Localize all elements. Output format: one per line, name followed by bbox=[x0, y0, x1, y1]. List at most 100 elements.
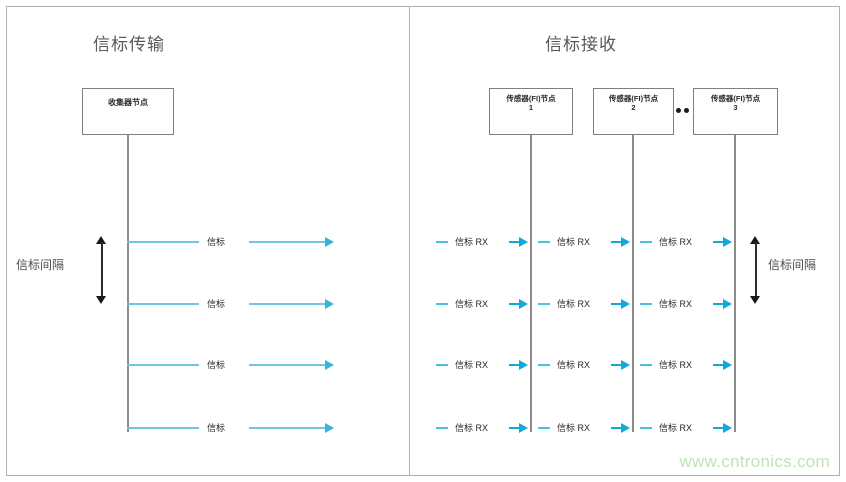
panel-divider bbox=[409, 6, 410, 476]
arrow-shaft bbox=[101, 242, 103, 298]
beacon-arrow-line bbox=[249, 241, 327, 243]
sensor-node-3-box: 传感器(FI)节点 3 bbox=[693, 88, 778, 135]
arrow-down-head-icon bbox=[750, 296, 760, 304]
beacon-label: 信标 bbox=[207, 360, 226, 370]
beacon-transmission-row: 信标 bbox=[127, 356, 337, 374]
beacon-label: 信标 bbox=[207, 423, 226, 433]
collector-node-box: 收集器节点 bbox=[82, 88, 174, 135]
arrow-up-head-icon bbox=[750, 236, 760, 244]
rx-arrow-line bbox=[611, 303, 623, 305]
rx-arrow-line bbox=[509, 303, 521, 305]
rx-arrow-head-icon bbox=[519, 360, 528, 370]
beacon-line-segment bbox=[127, 427, 199, 429]
rx-arrow-head-icon bbox=[723, 423, 732, 433]
beacon-rx-label: 信标 RX bbox=[659, 237, 693, 247]
rx-dash-segment bbox=[436, 303, 448, 305]
beacon-interval-arrow-right bbox=[750, 236, 761, 304]
beacon-arrow-head-icon bbox=[325, 299, 334, 309]
rx-dash-segment bbox=[538, 364, 550, 366]
beacon-rx-label: 信标 RX bbox=[455, 423, 489, 433]
rx-arrow-head-icon bbox=[723, 237, 732, 247]
sensor-node-3-label: 传感器(FI)节点 3 bbox=[710, 94, 761, 113]
beacon-label: 信标 bbox=[207, 299, 226, 309]
sensor-node-3-lifeline bbox=[734, 135, 736, 432]
beacon-rx-cell: 信标 RX bbox=[538, 233, 633, 251]
beacon-interval-arrow-left bbox=[96, 236, 107, 304]
rx-arrow-head-icon bbox=[723, 360, 732, 370]
rx-arrow-line bbox=[713, 303, 725, 305]
beacon-transmission-row: 信标 bbox=[127, 419, 337, 437]
right-panel-title: 信标接收 bbox=[545, 35, 617, 54]
rx-dash-segment bbox=[640, 364, 652, 366]
rx-arrow-head-icon bbox=[519, 299, 528, 309]
left-panel-title: 信标传输 bbox=[93, 35, 165, 54]
beacon-rx-label: 信标 RX bbox=[455, 237, 489, 247]
beacon-rx-label: 信标 RX bbox=[455, 299, 489, 309]
beacon-rx-cell: 信标 RX bbox=[436, 295, 531, 313]
sensor-node-1-lifeline bbox=[530, 135, 532, 432]
rx-dash-segment bbox=[640, 241, 652, 243]
beacon-arrow-line bbox=[249, 364, 327, 366]
beacon-rx-cell: 信标 RX bbox=[640, 233, 735, 251]
beacon-interval-label-left: 信标间隔 bbox=[16, 258, 65, 272]
beacon-arrow-line bbox=[249, 303, 327, 305]
beacon-rx-label: 信标 RX bbox=[659, 423, 693, 433]
sensor-node-2-label: 传感器(FI)节点 2 bbox=[608, 94, 659, 113]
beacon-arrow-head-icon bbox=[325, 423, 334, 433]
site-watermark: www.cntronics.com bbox=[679, 452, 830, 471]
ellipsis-dots-icon bbox=[676, 108, 689, 113]
rx-arrow-line bbox=[509, 241, 521, 243]
rx-arrow-line bbox=[611, 241, 623, 243]
rx-arrow-line bbox=[611, 364, 623, 366]
arrow-shaft bbox=[755, 242, 757, 298]
beacon-rx-label: 信标 RX bbox=[557, 423, 591, 433]
sensor-node-1-box: 传感器(FI)节点 1 bbox=[489, 88, 573, 135]
collector-node-label: 收集器节点 bbox=[108, 98, 148, 107]
rx-arrow-line bbox=[713, 364, 725, 366]
beacon-transmission-row: 信标 bbox=[127, 233, 337, 251]
beacon-arrow-line bbox=[249, 427, 327, 429]
beacon-rx-label: 信标 RX bbox=[659, 360, 693, 370]
beacon-rx-label: 信标 RX bbox=[557, 237, 591, 247]
rx-dash-segment bbox=[436, 241, 448, 243]
rx-arrow-head-icon bbox=[723, 299, 732, 309]
beacon-line-segment bbox=[127, 241, 199, 243]
arrow-up-head-icon bbox=[96, 236, 106, 244]
rx-arrow-head-icon bbox=[621, 360, 630, 370]
sensor-node-2-lifeline bbox=[632, 135, 634, 432]
rx-arrow-head-icon bbox=[519, 423, 528, 433]
rx-arrow-line bbox=[713, 241, 725, 243]
rx-dash-segment bbox=[436, 427, 448, 429]
beacon-rx-cell: 信标 RX bbox=[640, 295, 735, 313]
beacon-line-segment bbox=[127, 303, 199, 305]
beacon-line-segment bbox=[127, 364, 199, 366]
rx-arrow-line bbox=[611, 427, 623, 429]
rx-dash-segment bbox=[538, 427, 550, 429]
rx-arrow-head-icon bbox=[519, 237, 528, 247]
beacon-rx-label: 信标 RX bbox=[557, 299, 591, 309]
sensor-node-2-box: 传感器(FI)节点 2 bbox=[593, 88, 674, 135]
beacon-rx-cell: 信标 RX bbox=[538, 356, 633, 374]
beacon-rx-cell: 信标 RX bbox=[436, 419, 531, 437]
arrow-down-head-icon bbox=[96, 296, 106, 304]
beacon-rx-label: 信标 RX bbox=[659, 299, 693, 309]
rx-dash-segment bbox=[640, 427, 652, 429]
rx-arrow-line bbox=[713, 427, 725, 429]
beacon-rx-cell: 信标 RX bbox=[538, 295, 633, 313]
sensor-node-1-label: 传感器(FI)节点 1 bbox=[506, 94, 556, 113]
beacon-rx-cell: 信标 RX bbox=[640, 419, 735, 437]
rx-dash-segment bbox=[538, 241, 550, 243]
rx-dash-segment bbox=[640, 303, 652, 305]
beacon-rx-label: 信标 RX bbox=[455, 360, 489, 370]
beacon-rx-cell: 信标 RX bbox=[640, 356, 735, 374]
rx-arrow-head-icon bbox=[621, 423, 630, 433]
beacon-transmission-row: 信标 bbox=[127, 295, 337, 313]
collector-lifeline bbox=[127, 135, 129, 432]
beacon-rx-cell: 信标 RX bbox=[538, 419, 633, 437]
rx-arrow-head-icon bbox=[621, 299, 630, 309]
beacon-arrow-head-icon bbox=[325, 360, 334, 370]
rx-arrow-line bbox=[509, 427, 521, 429]
beacon-rx-cell: 信标 RX bbox=[436, 356, 531, 374]
rx-dash-segment bbox=[436, 364, 448, 366]
